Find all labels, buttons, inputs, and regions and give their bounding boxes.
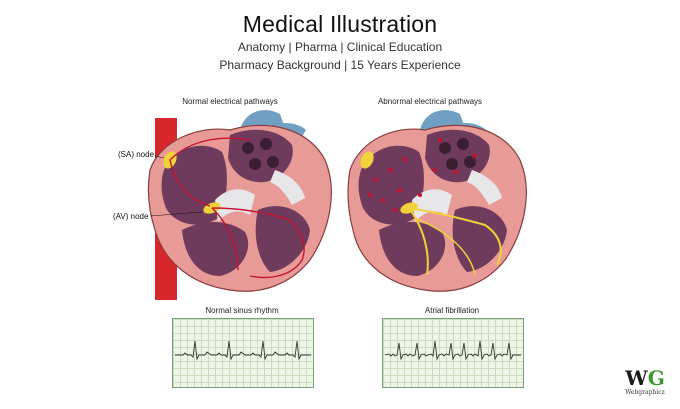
page-title: Medical Illustration bbox=[0, 11, 680, 38]
atrial-fibrillation-caption: Atrial fibrillation bbox=[382, 306, 522, 315]
av-node-label: (AV) node bbox=[113, 212, 148, 221]
subtitle-line-2: Pharmacy Background | 15 Years Experienc… bbox=[0, 58, 680, 72]
normal-sinus-caption: Normal sinus rhythm bbox=[172, 306, 312, 315]
subtitle-line-1: Anatomy | Pharma | Clinical Education bbox=[0, 40, 680, 54]
normal-heart-illustration bbox=[120, 100, 350, 300]
normal-sinus-ecg-strip bbox=[172, 318, 314, 388]
abnormal-heart-illustration bbox=[335, 100, 565, 300]
logo-mark-g: G bbox=[648, 366, 665, 390]
right-atrium-opening-1 bbox=[439, 142, 451, 154]
logo-mark-w: W bbox=[625, 366, 647, 390]
logo-mark: WG bbox=[620, 368, 670, 388]
normal-pathways-caption: Normal electrical pathways bbox=[160, 97, 300, 106]
left-atrium-opening-2 bbox=[260, 138, 272, 150]
right-atrium-opening-4 bbox=[464, 156, 476, 168]
sa-node-label: (SA) node bbox=[118, 150, 154, 159]
right-atrium-opening-2 bbox=[457, 138, 469, 150]
right-atrium-opening-3 bbox=[446, 158, 458, 170]
left-atrium-opening-4 bbox=[267, 156, 279, 168]
webgraphicz-logo: WG Webgraphicz bbox=[620, 368, 670, 396]
atrial-fibrillation-ecg-strip bbox=[382, 318, 524, 388]
left-atrium-opening-1 bbox=[242, 142, 254, 154]
left-atrium-opening-3 bbox=[249, 158, 261, 170]
logo-text: Webgraphicz bbox=[620, 389, 670, 396]
normal-sinus-trace bbox=[173, 319, 313, 387]
abnormal-pathways-caption: Abnormal electrical pathways bbox=[360, 97, 500, 106]
atrial-fibrillation-trace bbox=[383, 319, 523, 387]
